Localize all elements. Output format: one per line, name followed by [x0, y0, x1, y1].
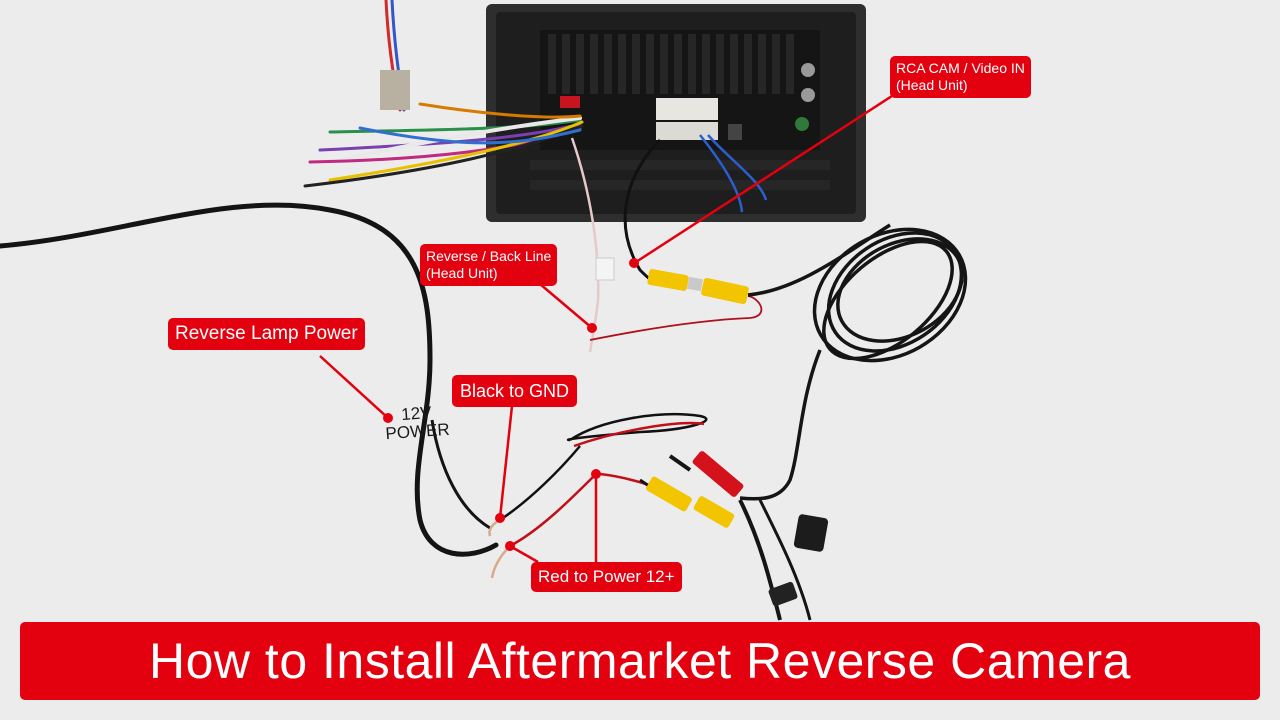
- callout-rca-video-in: RCA CAM / Video IN (Head Unit): [890, 56, 1031, 98]
- white-connector-bottom: [656, 122, 718, 140]
- red-connector: [560, 96, 580, 108]
- callout-red-to-power: Red to Power 12+: [531, 562, 682, 592]
- reverse-lamp-cable: [0, 202, 499, 557]
- dot-reverse-lamp: [383, 413, 393, 423]
- callout-reverse-line2: (Head Unit): [426, 265, 498, 281]
- power-wire-pair: [488, 413, 708, 579]
- head-unit: [486, 4, 866, 222]
- white-connector-top: [656, 98, 718, 120]
- wire-harness: [303, 0, 584, 188]
- jack-green: [795, 117, 809, 131]
- callout-red-power-text: Red to Power 12+: [538, 567, 675, 586]
- callout-rca-line1: RCA CAM / Video IN: [896, 60, 1025, 76]
- callout-black-to-gnd: Black to GND: [452, 375, 578, 407]
- wire-tag: [595, 257, 615, 281]
- dot-red-power: [591, 469, 601, 479]
- callout-reverse-lamp-power: Reverse Lamp Power: [168, 318, 365, 350]
- dot-red-power-2: [505, 541, 515, 551]
- blue-wires: [699, 134, 768, 213]
- callout-reverse-lamp-text: Reverse Lamp Power: [175, 323, 358, 344]
- dot-rca: [629, 258, 639, 268]
- jack-2: [801, 88, 815, 102]
- callout-leaders: [319, 94, 893, 564]
- dot-black-gnd: [495, 513, 505, 523]
- callout-dots: [383, 258, 639, 551]
- rca-connector-head: [647, 269, 749, 305]
- callout-rca-line2: (Head Unit): [896, 77, 968, 93]
- callout-reverse-back-line: Reverse / Back Line (Head Unit): [420, 244, 558, 286]
- reverse-back-wire: [570, 137, 600, 353]
- title-banner: How to Install Aftermarket Reverse Camer…: [20, 622, 1260, 700]
- rca-connector-camera: [639, 451, 744, 528]
- red-trigger-wire: [589, 295, 763, 341]
- banner-title: How to Install Aftermarket Reverse Camer…: [149, 633, 1131, 689]
- jack-1: [801, 63, 815, 77]
- dot-reverse-line: [587, 323, 597, 333]
- extension-cable-coil: [739, 223, 968, 501]
- power-tap-cable: [430, 419, 491, 530]
- power-sticker-label: 12V POWER: [377, 402, 457, 443]
- callout-black-gnd-text: Black to GND: [460, 381, 570, 401]
- black-port: [728, 124, 742, 140]
- callout-reverse-line1: Reverse / Back Line: [426, 248, 552, 264]
- camera: [738, 499, 829, 621]
